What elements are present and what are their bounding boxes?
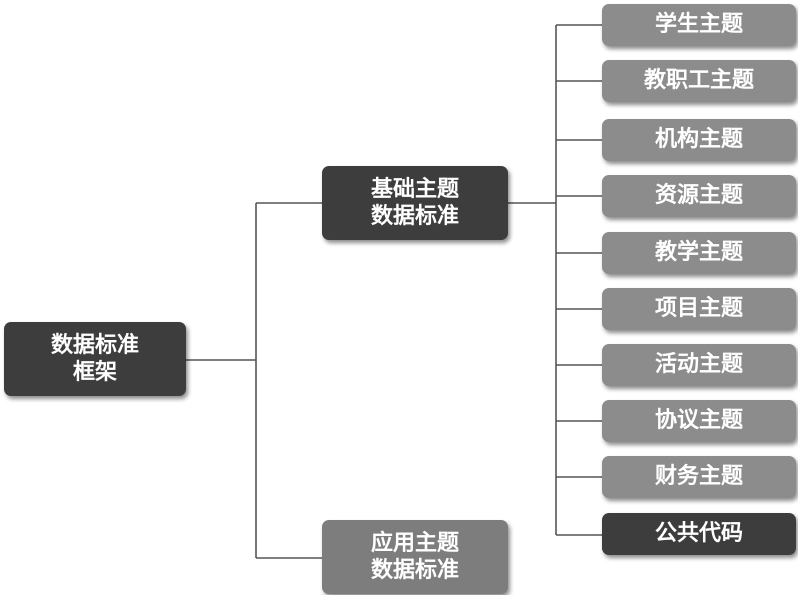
leaf-node-staff: 教职工主题 (602, 60, 796, 102)
leaf-label: 财务主题 (654, 464, 743, 490)
leaf-label: 机构主题 (654, 127, 743, 153)
root-label-line2: 框架 (72, 360, 117, 385)
leaf-label: 公共代码 (654, 521, 743, 547)
branch-label-line2: 数据标准 (370, 558, 459, 583)
leaf-node-activity: 活动主题 (602, 344, 796, 386)
leaf-node-teaching: 教学主题 (602, 232, 796, 274)
branch-label-line2: 数据标准 (370, 204, 459, 229)
leaf-node-public-code: 公共代码 (602, 513, 796, 555)
branch-node-application: 应用主题 数据标准 (322, 520, 508, 594)
root-node: 数据标准 框架 (4, 322, 186, 396)
leaf-label: 教职工主题 (643, 68, 754, 94)
leaf-label: 项目主题 (654, 296, 743, 322)
leaf-node-resource: 资源主题 (602, 175, 796, 217)
leaf-label: 活动主题 (654, 352, 743, 378)
leaf-node-project: 项目主题 (602, 288, 796, 330)
leaf-label: 学生主题 (654, 12, 743, 38)
leaf-node-organization: 机构主题 (602, 119, 796, 161)
leaf-node-finance: 财务主题 (602, 456, 796, 498)
leaf-label: 协议主题 (654, 408, 743, 434)
leaf-node-agreement: 协议主题 (602, 400, 796, 442)
leaf-node-student: 学生主题 (602, 4, 796, 46)
leaf-label: 资源主题 (654, 183, 743, 209)
root-label-line1: 数据标准 (50, 332, 139, 358)
branch-label-line1: 应用主题 (370, 530, 459, 556)
leaf-label: 教学主题 (654, 240, 743, 266)
branch-node-basic: 基础主题 数据标准 (322, 166, 508, 240)
branch-label-line1: 基础主题 (370, 176, 459, 202)
